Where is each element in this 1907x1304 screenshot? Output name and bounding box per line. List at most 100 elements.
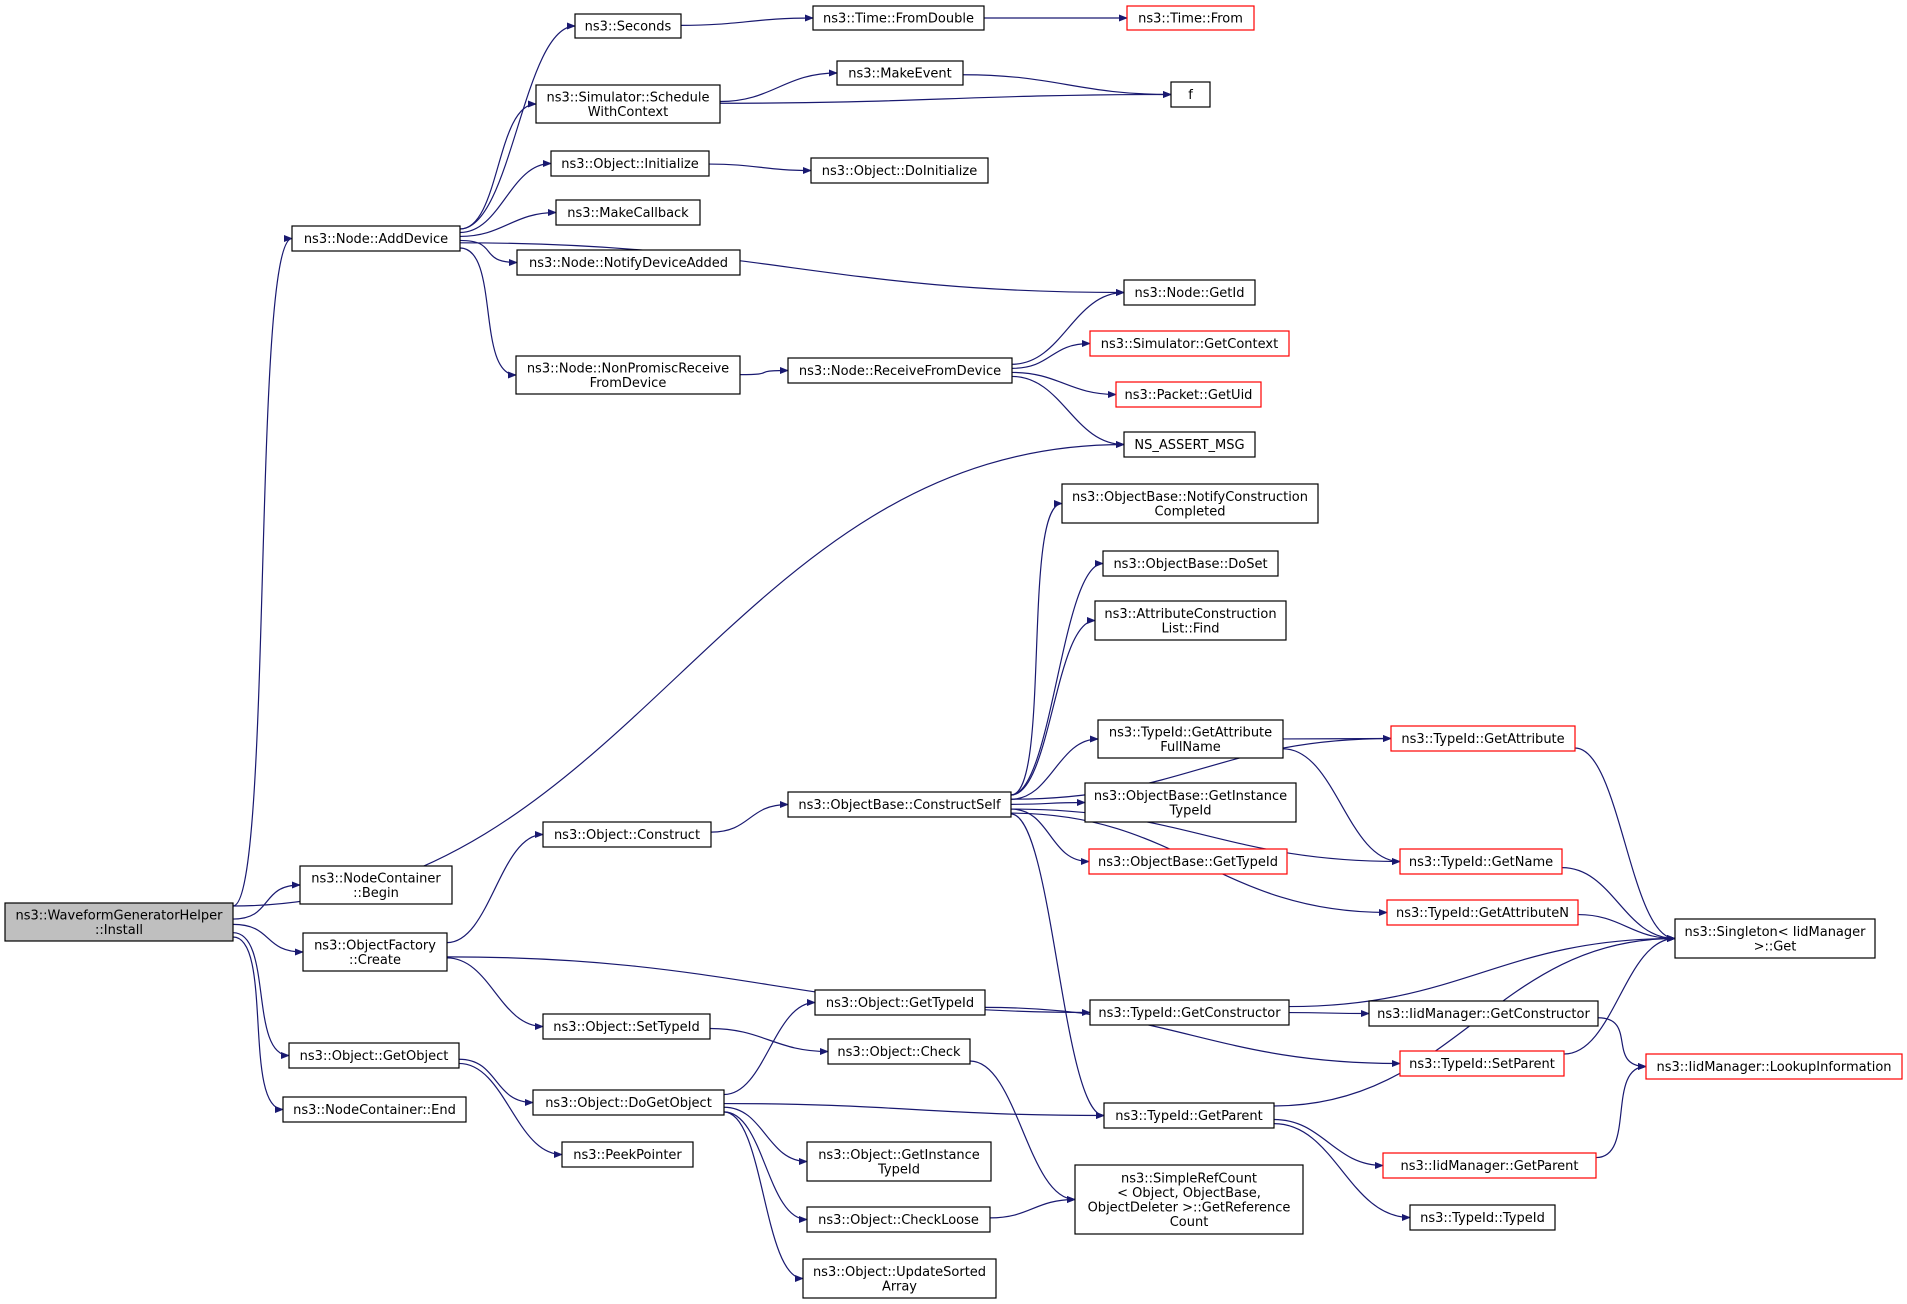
node-label: ns3::ObjectBase::ConstructSelf <box>798 798 1001 813</box>
node-label: ns3::Object::GetInstance <box>818 1148 980 1163</box>
edge-constructSelf-to-notifyConstruction <box>1010 499 1063 796</box>
node-iidGetParent[interactable]: ns3::IidManager::GetParent <box>1382 1152 1597 1179</box>
node-box <box>1170 81 1211 108</box>
node-objFactoryCreate[interactable]: ns3::ObjectFactory::Create <box>302 932 448 972</box>
node-simGetContext[interactable]: ns3::Simulator::GetContext <box>1089 330 1290 357</box>
node-label: ns3::Object::DoInitialize <box>822 164 978 179</box>
node-label: ns3::Node::ReceiveFromDevice <box>799 364 1001 379</box>
node-iidLookupInformation[interactable]: ns3::IidManager::LookupInformation <box>1645 1053 1903 1080</box>
node-typeIdGetConstructor[interactable]: ns3::TypeId::GetConstructor <box>1089 999 1290 1026</box>
node-nsAssertMsg[interactable]: NS_ASSERT_MSG <box>1123 431 1256 458</box>
node-singletonGet[interactable]: ns3::Singleton< IidManager>::Get <box>1674 918 1876 959</box>
edge-receiveFromDevice-to-nsAssertMsg <box>1011 375 1125 449</box>
node-label: < Object, ObjectBase, <box>1117 1186 1261 1201</box>
edge-addDevice-to-nodeGetId <box>459 242 1125 297</box>
node-box <box>1386 899 1579 926</box>
node-label: ns3::Object::GetObject <box>300 1049 449 1064</box>
node-label: ns3::Object::SetTypeId <box>553 1020 699 1035</box>
node-label: f <box>1188 88 1193 103</box>
node-objConstruct[interactable]: ns3::Object::Construct <box>542 821 712 848</box>
node-objCheck[interactable]: ns3::Object::Check <box>827 1038 971 1065</box>
node-nodeContainerEnd[interactable]: ns3::NodeContainer::End <box>282 1096 467 1123</box>
node-box <box>806 1206 991 1233</box>
edge-objFactoryCreate-to-objConstruct <box>446 830 544 944</box>
node-label: ns3::Object::Construct <box>554 828 700 843</box>
node-typeIdSetParent[interactable]: ns3::TypeId::SetParent <box>1399 1050 1565 1077</box>
node-seconds[interactable]: ns3::Seconds <box>574 13 682 39</box>
node-label: ns3::Time::FromDouble <box>823 12 974 27</box>
edge-addDevice-to-objInitialize <box>459 159 552 234</box>
node-addDevice[interactable]: ns3::Node::AddDevice <box>291 225 461 252</box>
node-objGetTypeId[interactable]: ns3::Object::GetTypeId <box>814 989 986 1016</box>
node-objCheckLoose[interactable]: ns3::Object::CheckLoose <box>806 1206 991 1233</box>
edge-addDevice-to-nonPromisc <box>459 247 517 379</box>
node-label: ns3::SimpleRefCount <box>1121 1171 1257 1186</box>
node-install[interactable]: ns3::WaveformGeneratorHelper::Install <box>4 902 234 942</box>
edge-install-to-objGetObject <box>232 932 290 1060</box>
node-label: ns3::TypeId::GetName <box>1409 855 1553 870</box>
node-typeIdGetParent[interactable]: ns3::TypeId::GetParent <box>1103 1102 1275 1129</box>
node-iidGetConstructor[interactable]: ns3::IidManager::GetConstructor <box>1368 1000 1599 1027</box>
node-makeCallback[interactable]: ns3::MakeCallback <box>555 199 701 226</box>
nodes-layer: ns3::WaveformGeneratorHelper::Installns3… <box>4 5 1903 1299</box>
node-timeFromDouble[interactable]: ns3::Time::FromDouble <box>812 5 985 31</box>
edge-install-to-objFactoryCreate <box>232 923 304 956</box>
node-label: ns3::TypeId::GetAttribute <box>1401 732 1564 747</box>
node-f[interactable]: f <box>1170 81 1211 108</box>
node-label: ns3::Simulator::GetContext <box>1101 337 1278 352</box>
edge-typeIdGetParent-to-typeIdTypeId <box>1273 1123 1411 1222</box>
node-makeEvent[interactable]: ns3::MakeEvent <box>836 60 964 86</box>
node-objDoGetObject[interactable]: ns3::Object::DoGetObject <box>532 1089 725 1116</box>
node-nodeGetId[interactable]: ns3::Node::GetId <box>1123 279 1256 306</box>
node-box <box>806 1141 992 1182</box>
node-typeIdGetAttributeN[interactable]: ns3::TypeId::GetAttributeN <box>1386 899 1579 926</box>
node-objInitialize[interactable]: ns3::Object::Initialize <box>550 150 710 177</box>
node-box <box>1126 5 1255 31</box>
node-label: ns3::Packet::GetUid <box>1125 388 1253 403</box>
node-notifyConstruction[interactable]: ns3::ObjectBase::NotifyConstructionCompl… <box>1061 483 1319 524</box>
node-label: ns3::IidManager::GetParent <box>1400 1159 1578 1174</box>
node-label: ns3::AttributeConstruction <box>1104 607 1276 622</box>
node-box <box>1097 719 1284 759</box>
edge-addDevice-to-makeCallback <box>459 208 557 238</box>
edge-constructSelf-to-typeIdGetName <box>1010 808 1401 866</box>
node-label: Array <box>882 1279 917 1294</box>
node-box <box>1390 725 1576 752</box>
node-packetGetUid[interactable]: ns3::Packet::GetUid <box>1115 381 1262 408</box>
node-nodeContainerBegin[interactable]: ns3::NodeContainer::Begin <box>299 865 453 905</box>
node-typeIdGetName[interactable]: ns3::TypeId::GetName <box>1399 848 1563 875</box>
node-objBaseDoSet[interactable]: ns3::ObjectBase::DoSet <box>1102 550 1279 577</box>
node-label: ns3::Simulator::Schedule <box>546 90 709 105</box>
node-simpleRefCount[interactable]: ns3::SimpleRefCount< Object, ObjectBase,… <box>1074 1164 1304 1235</box>
node-typeIdGetAttribute[interactable]: ns3::TypeId::GetAttribute <box>1390 725 1576 752</box>
edge-objGetObject-to-peekPointer <box>458 1062 563 1159</box>
node-timeFrom[interactable]: ns3::Time::From <box>1126 5 1255 31</box>
node-objDoInitialize[interactable]: ns3::Object::DoInitialize <box>810 157 989 184</box>
node-box <box>1674 918 1876 959</box>
node-objBaseGetTypeId[interactable]: ns3::ObjectBase::GetTypeId <box>1088 848 1288 875</box>
node-receiveFromDevice[interactable]: ns3::Node::ReceiveFromDevice <box>787 357 1013 384</box>
node-objSetTypeId[interactable]: ns3::Object::SetTypeId <box>542 1013 711 1040</box>
node-typeIdTypeId[interactable]: ns3::TypeId::TypeId <box>1409 1204 1556 1231</box>
node-box <box>1368 1000 1599 1027</box>
node-notifyDeviceAdded[interactable]: ns3::Node::NotifyDeviceAdded <box>516 249 741 276</box>
node-constructSelf[interactable]: ns3::ObjectBase::ConstructSelf <box>787 791 1012 818</box>
node-box <box>836 60 964 86</box>
edge-typeIdGetName-to-singletonGet <box>1561 867 1676 943</box>
edge-receiveFromDevice-to-nodeGetId <box>1011 288 1125 365</box>
node-label: ns3::NodeContainer <box>311 871 441 886</box>
edge-constructSelf-to-getAttributeFullName <box>1010 735 1099 800</box>
node-box <box>1123 279 1256 306</box>
node-box <box>1094 600 1287 641</box>
edge-objInitialize-to-objDoInitialize <box>708 163 812 175</box>
node-box <box>302 932 448 972</box>
node-objGetObject[interactable]: ns3::Object::GetObject <box>288 1042 460 1069</box>
node-peekPointer[interactable]: ns3::PeekPointer <box>561 1141 694 1168</box>
